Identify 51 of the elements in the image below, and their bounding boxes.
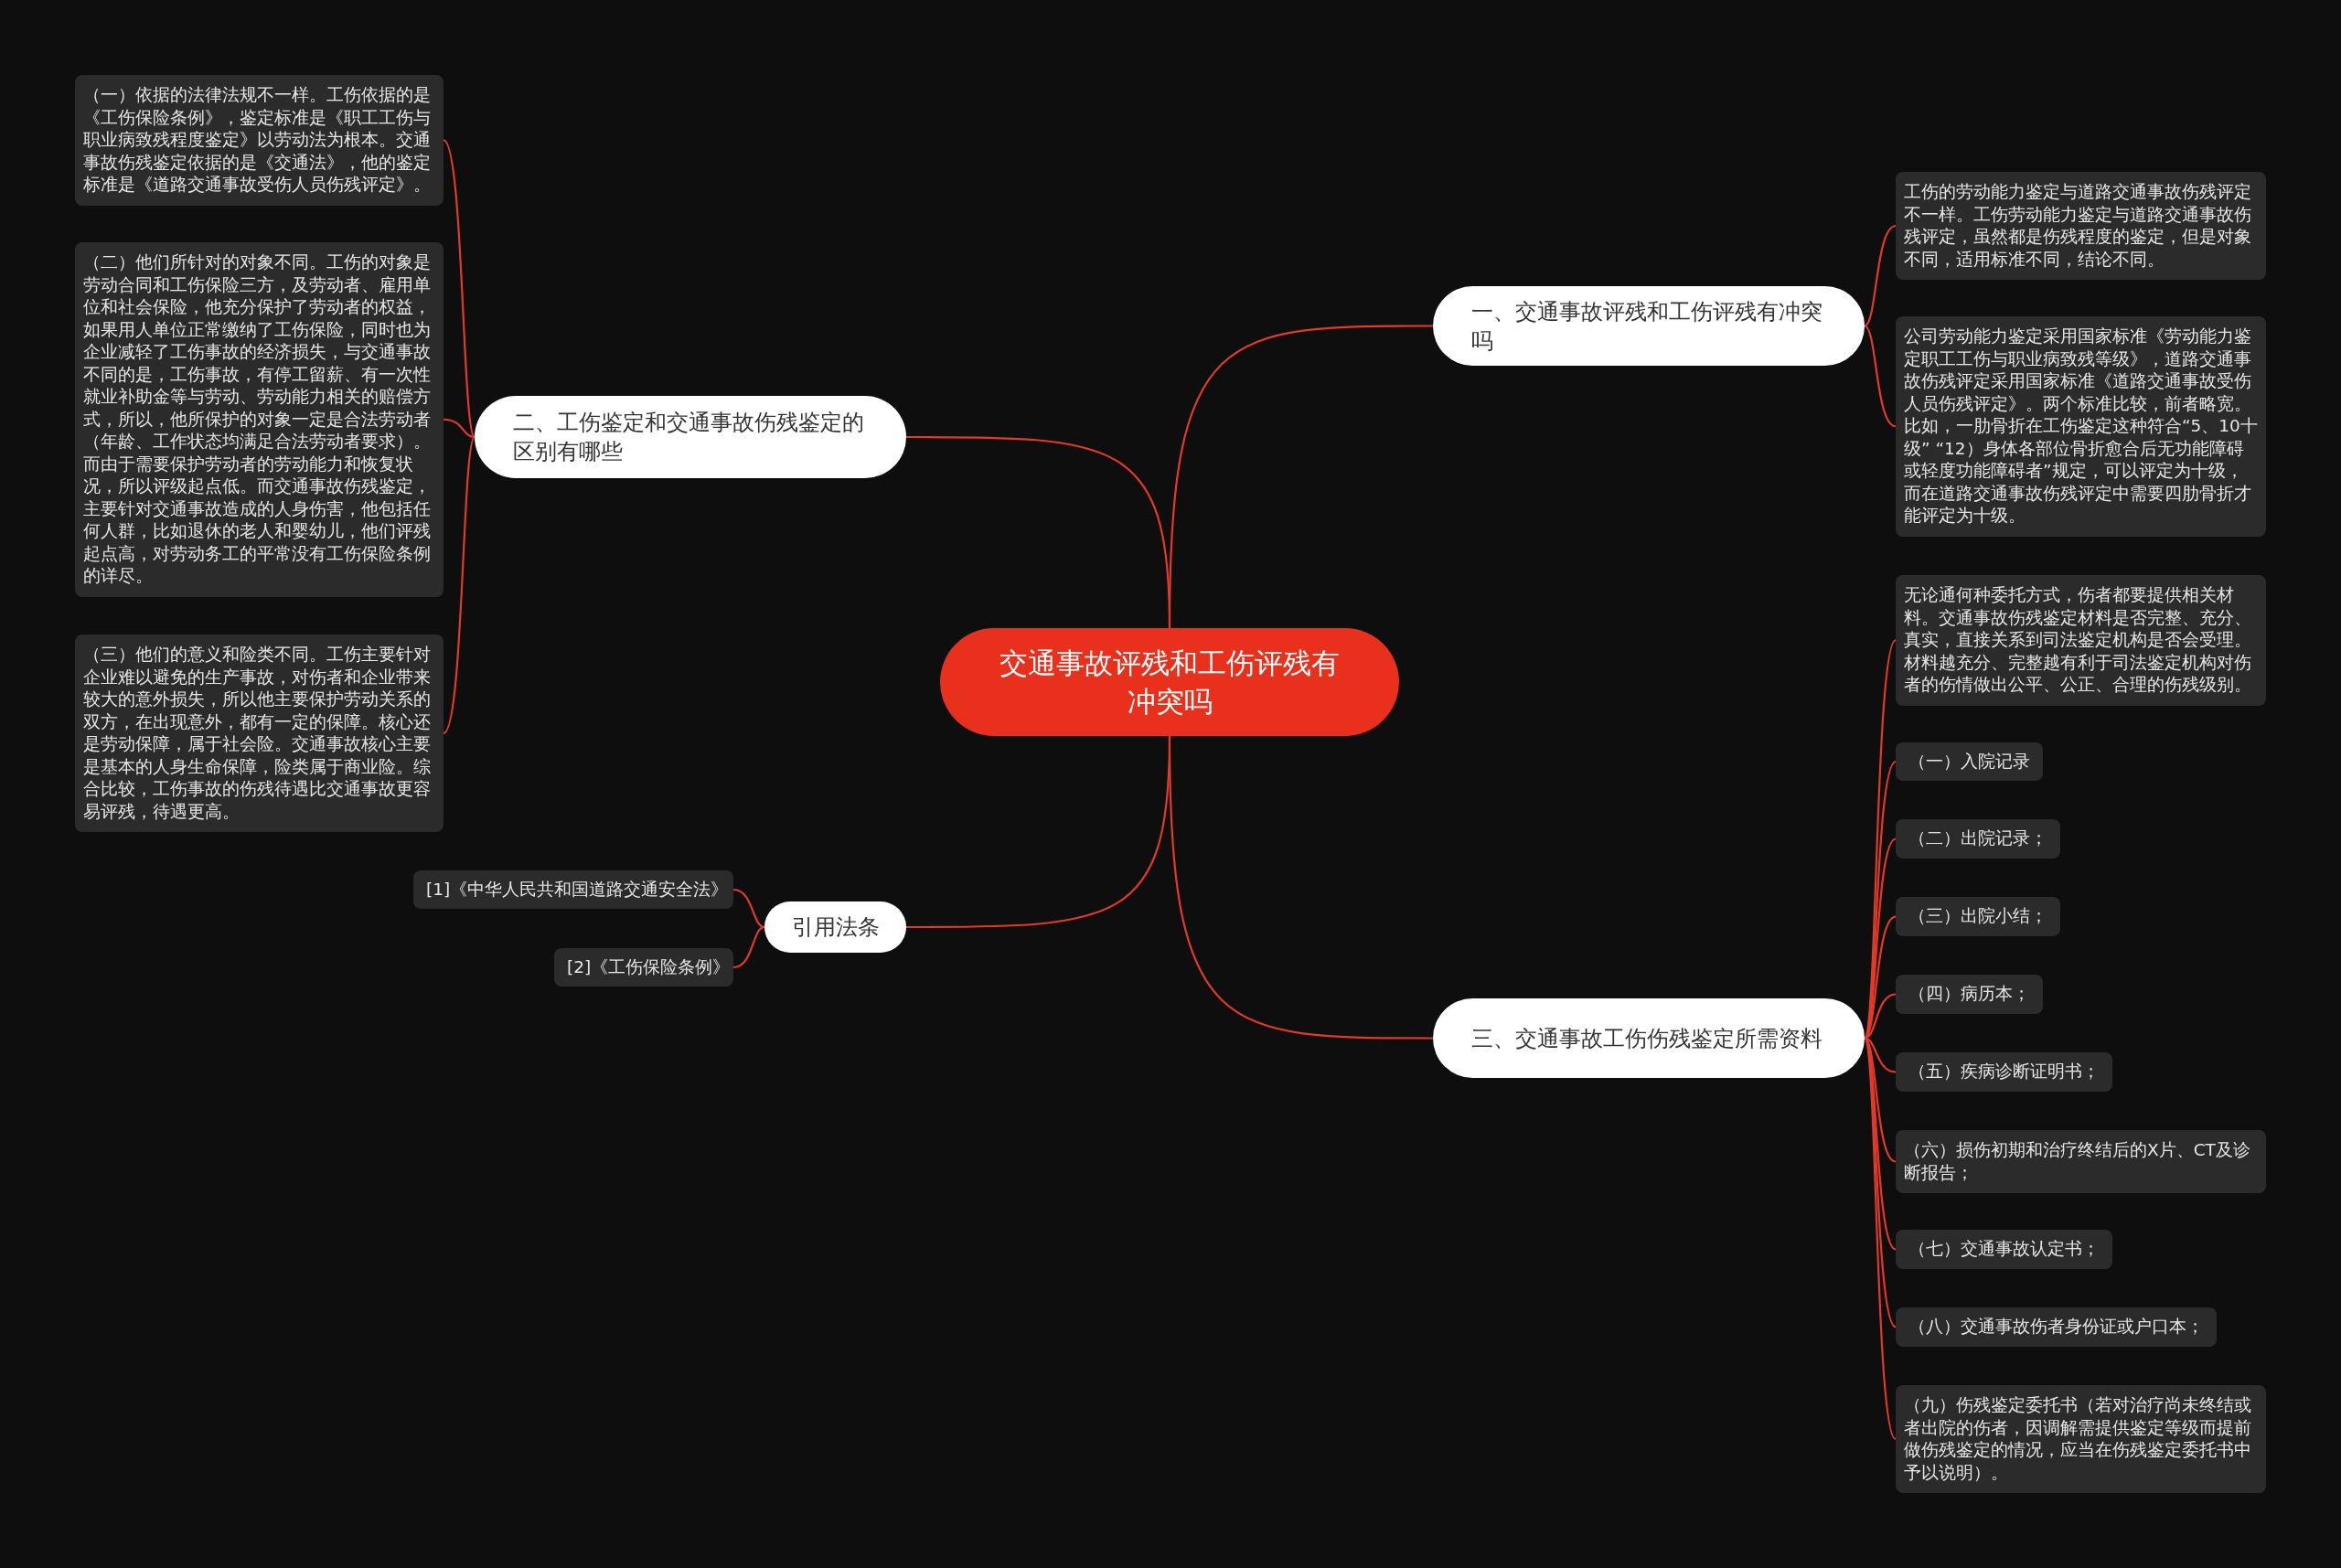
connector-line: [1863, 1038, 1897, 1440]
note-card: [1896, 575, 2266, 706]
note-card: [1896, 1130, 2266, 1193]
connector-line: [732, 888, 765, 929]
note-card: [75, 635, 444, 832]
note-card: [75, 75, 444, 206]
note-card: [1896, 1052, 2112, 1092]
topic-text: 交通事故评残和工伤评残有冲突吗: [999, 645, 1341, 720]
topic-text: 一、交通事故评残和工伤评残有冲突吗: [1471, 297, 1823, 356]
connector-line: [1864, 1038, 1897, 1328]
note-card: [1896, 819, 2060, 859]
topic-text: 无论通何种委托方式，伤者都要提供相关材料。交通事故伤残鉴定材料是否完整、充分、真实，直接关系到司法鉴定机构是否会受理。材料越充分、完整越有利于司法鉴定机构对伤者的伤情做出公平、公正、合理的伤残级别。: [1904, 585, 2251, 694]
note-card: [1896, 1230, 2112, 1269]
topic-text: （四）病历本；: [1908, 984, 2030, 1003]
connector-line: [443, 436, 476, 734]
topic-text: 三、交通事故工伤伤残鉴定所需资料: [1471, 1024, 1823, 1053]
connector-line: [732, 925, 765, 969]
topic-text: （二）出院记录；: [1908, 828, 2047, 848]
topic-text: 二、工伤鉴定和交通事故伤残鉴定的区别有哪些: [513, 409, 865, 466]
topic-text: 工伤的劳动能力鉴定与道路交通事故伤残评定不一样。工伤劳动能力鉴定与道路交通事故伤残评定，虽然都是伤残程度的鉴定，但是对象不同，适用标准不同，结论不同。: [1904, 182, 2251, 269]
topic-text: （七）交通事故认定书；: [1908, 1239, 2100, 1258]
topic-text: （三）他们的意义和险类不同。工伤主要针对企业难以避免的生产事故，对伤者和企业带来较大的意外损失，所以他主要保护劳动关系的双方，在出现意外，都有一定的保障。核心还是劳动保障，属于社会险。交通事故核心主要是基本的人身生命保障，险类属于商业险。综合比较，工伤事故的伤残待遇比交通事故更容易评残，待遇更高。: [83, 645, 431, 821]
topic-text: （二）他们所针对的对象不同。工伤的对象是劳动合同和工伤保险三方，及劳动者、雇用单位和社会保险，他充分保护了劳动者的权益，如果用人单位正常缴纳了工伤保险，同时也为企业减轻了工伤事故的经济损失，与交通事故不同的是，工伤事故，有停工留薪、有一次性就业补助金等与劳动、劳动能力相关的赔偿方式，所以，他所保护的对象一定是合法劳动者（年龄、工作状态均满足合法劳动者要求）。而由于需要保护劳动者的劳动能力和恢复状况，所以评级起点低。而交通事故伤残鉴定，主要针对交通事故造成的人身伤害，他包括任何人群，比如退休的老人和婴幼儿，他们评残起点高，对劳动务工的平常没有工伤保险条例的详尽。: [83, 252, 431, 585]
note-card: [1896, 897, 2060, 936]
topic-text: （九）伤残鉴定委托书（若对治疗尚未终结或者出院的伤者，因调解需提供鉴定等级而提前做伤残鉴定的情况，应当在伤残鉴定委托书中予以说明）。: [1904, 1395, 2251, 1482]
connector-line: [1864, 325, 1897, 428]
note-card: [554, 948, 733, 987]
note-card: [1896, 172, 2266, 280]
topic-text: （一）入院记录: [1908, 752, 2030, 771]
note-card: [1896, 1307, 2217, 1347]
topic-text: （三）出院小结；: [1908, 906, 2047, 925]
note-card: [1896, 975, 2043, 1014]
note-card: [1896, 742, 2043, 781]
connector-line: [1168, 736, 1433, 1040]
topic-text: 公司劳动能力鉴定采用国家标准《劳动能力鉴定职工工伤与职业病致残等级》，道路交通事故伤残评定采用国家标准《道路交通事故受伤人员伤残评定》。两个标准比较，前者略宽。比如，一肋骨折在工伤鉴定这种符合“5、10十级” “12）身体各部位骨折愈合后无功能障碍或轻度功能障碍者”规定，可以评定为十级，而在道路交通事故伤残评定中需要四肋骨折才能评定为十级。: [1904, 326, 2258, 525]
topic-text: （八）交通事故伤者身份证或户口本；: [1908, 1317, 2204, 1336]
topic-text: 引用法条: [791, 913, 880, 942]
connector-line: [1864, 1037, 1897, 1073]
branch-topic: [1433, 998, 1865, 1078]
note-card: [1896, 1385, 2266, 1493]
branch-topic: [764, 901, 906, 953]
connector-line: [443, 139, 476, 438]
connector-line: [443, 418, 476, 439]
connector-line: [1864, 225, 1897, 327]
topic-text: [1]《中华人民共和国道路交通安全法》: [426, 880, 729, 899]
connector-line: [906, 435, 1171, 629]
topic-text: （六）损伤初期和治疗终结后的X片、CT及诊断报告；: [1904, 1140, 2250, 1182]
topic-text: （一）依据的法律法规不一样。工伤依据的是《工伤保险条例》，鉴定标准是《职工工伤与职业病致残程度鉴定》以劳动法为根本。交通事故伤残鉴定依据的是《交通法》，他的鉴定标准是《道路交通事故受伤人员伤残评定》。: [83, 85, 431, 194]
note-card: [413, 870, 733, 909]
topic-text: [2]《工伤保险条例》: [567, 957, 731, 976]
topic-text: （五）疾病诊断证明书；: [1908, 1061, 2100, 1081]
